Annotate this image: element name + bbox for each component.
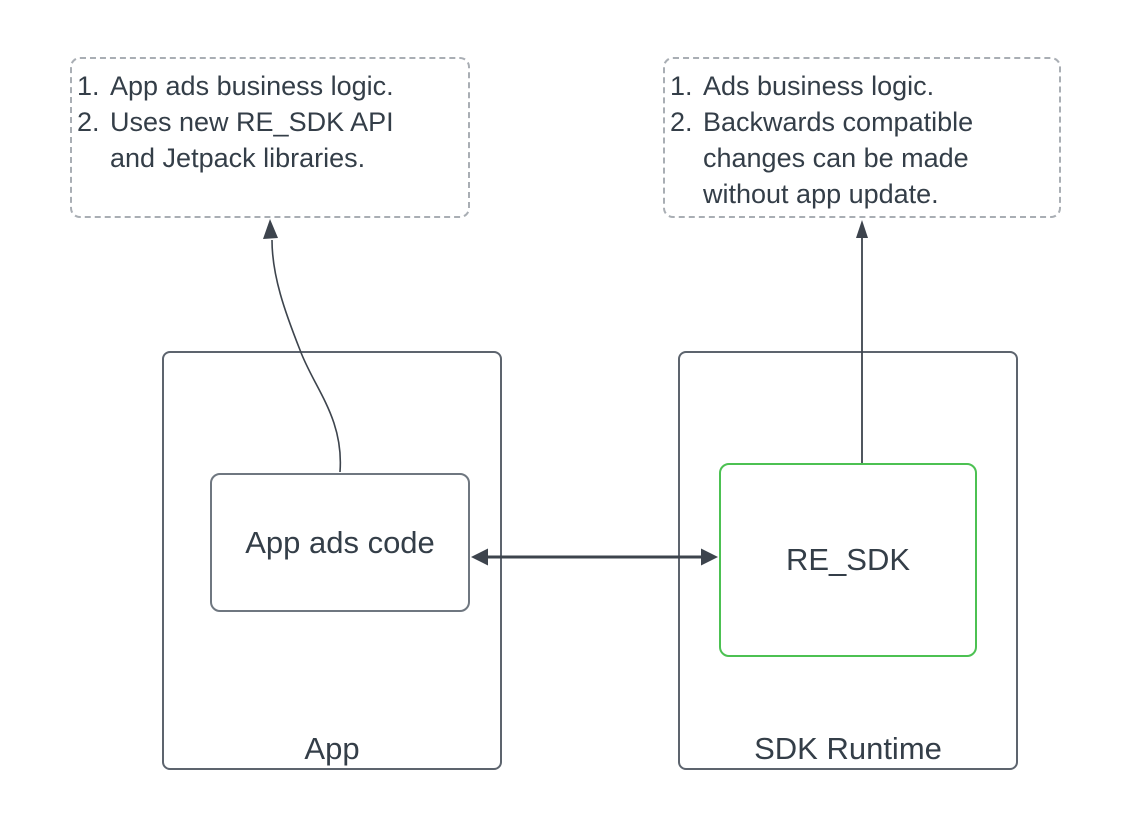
note-list-item: 2. Uses new RE_SDK API and Jetpack libra… [77,104,460,176]
list-number: 1. [77,71,100,101]
re-sdk-box: RE_SDK [719,463,977,657]
list-number: 1. [670,71,693,101]
app-container-label: App [304,731,360,766]
note-list-item: 1. App ads business logic. [77,68,460,104]
list-text: Backwards compatible changes can be made… [703,107,974,209]
list-number: 2. [77,107,100,137]
list-text: Ads business logic. [703,71,935,101]
sdk-runtime-container-label: SDK Runtime [754,731,942,766]
note-app-annotations: 1. App ads business logic. 2. Uses new R… [70,57,470,218]
list-text: App ads business logic. [110,71,394,101]
app-ads-code-label: App ads code [245,524,435,560]
note-sdk-annotations: 1. Ads business logic. 2. Backwards comp… [663,57,1061,218]
app-ads-code-box: App ads code [210,473,470,612]
list-number: 2. [670,107,693,137]
sdk-runtime-container: SDK Runtime [678,351,1018,770]
re-sdk-label: RE_SDK [785,542,911,577]
note-list-item: 2. Backwards compatible changes can be m… [670,104,1051,212]
note-list-item: 1. Ads business logic. [670,68,1051,104]
list-text: Uses new RE_SDK API and Jetpack librarie… [110,107,394,173]
